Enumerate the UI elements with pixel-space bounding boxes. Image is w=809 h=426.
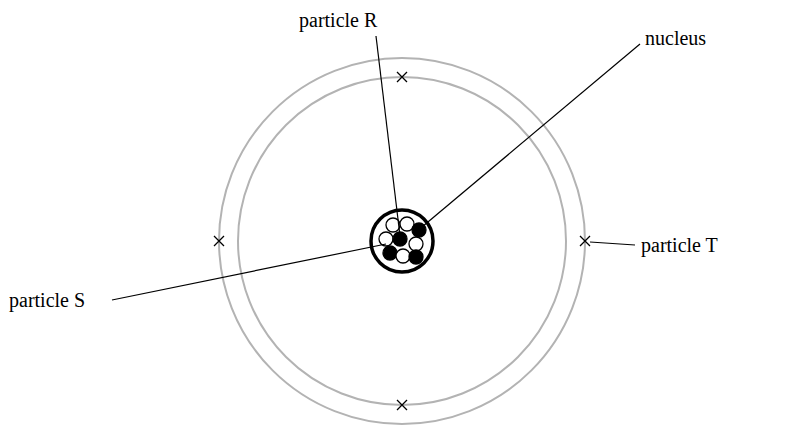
outer-shell [219, 58, 585, 424]
electron-crosses [214, 72, 590, 410]
part-label: nucleus [645, 26, 706, 50]
part-label: particle S [9, 288, 85, 312]
inner-shell [238, 77, 566, 405]
leader-lines [112, 36, 640, 300]
part-label: particle T [641, 233, 718, 257]
nucleus-symbol [371, 210, 433, 272]
part-label: particle R [299, 8, 377, 32]
